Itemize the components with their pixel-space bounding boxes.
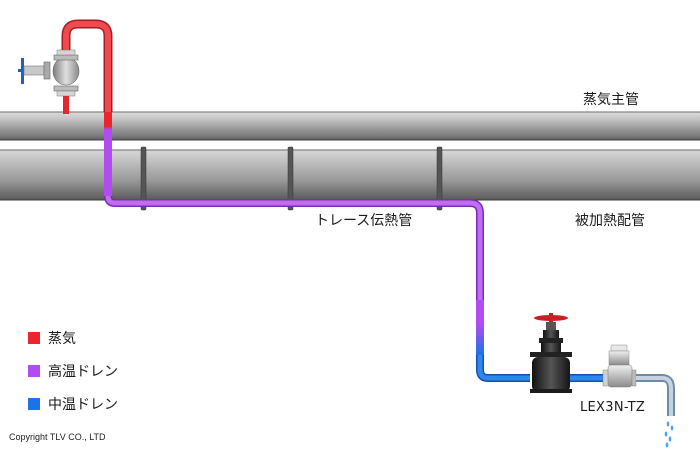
steam-trap-label: LEX3N-TZ [580,400,646,415]
legend-swatch-high-temp-drain [28,364,40,377]
trace-tube-steam [61,19,113,142]
legend-item-mid-temp-drain: 中温ドレン [28,394,118,413]
discharge-drops [664,421,674,448]
copyright-text: Copyright TLV CO., LTD [9,432,106,442]
steam-main-label: 蒸気主管 [583,92,639,108]
trace-tube-mid-temp-drain [476,300,603,382]
trap-outlet-pipe [636,374,675,416]
legend-label-high-temp-drain: 高温ドレン [48,363,118,380]
pipe-clamps [140,146,443,211]
heated-pipe-label: 被加熱配管 [575,213,645,229]
heated-pipe [0,149,700,201]
steam-trap [602,344,637,388]
legend-item-high-temp-drain: 高温ドレン [28,361,118,380]
trace-tube-label: トレース伝熱管 [315,213,413,229]
legend: 蒸気 高温ドレン 中温ドレン [28,328,118,427]
legend-item-steam: 蒸気 [28,328,118,347]
steam-supply-valve [18,49,80,97]
steam-main-pipe [0,111,700,141]
legend-label-mid-temp-drain: 中温ドレン [48,396,118,413]
legend-swatch-steam [28,331,40,344]
legend-swatch-mid-temp-drain [28,397,40,410]
legend-label-steam: 蒸気 [48,330,76,347]
trace-tube-high-temp-drain [104,140,484,300]
block-valve [530,313,572,393]
